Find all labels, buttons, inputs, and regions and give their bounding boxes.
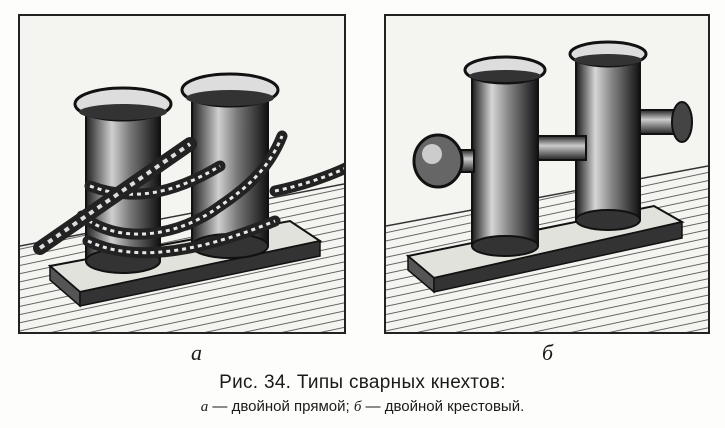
panel-label-b: б xyxy=(542,340,554,365)
caption-text-a: — двойной прямой; xyxy=(208,398,354,415)
caption-letter-a: а xyxy=(200,399,209,415)
panel-label-a: а xyxy=(191,340,202,365)
figure-caption-title: Рис. 34. Типы сварных кнехтов: xyxy=(219,372,506,393)
illustration-double-cross-bollard xyxy=(384,14,710,334)
figure-caption-legend: а — двойной прямой; б — двойной крестовы… xyxy=(0,398,725,416)
caption-letter-b: б xyxy=(353,399,362,415)
bollard-straight-drawing xyxy=(20,72,344,332)
bollard-cross-drawing xyxy=(386,40,708,332)
illustration-double-straight-bollard xyxy=(18,14,346,334)
caption-text-b: — двойной крестовый. xyxy=(361,398,525,415)
